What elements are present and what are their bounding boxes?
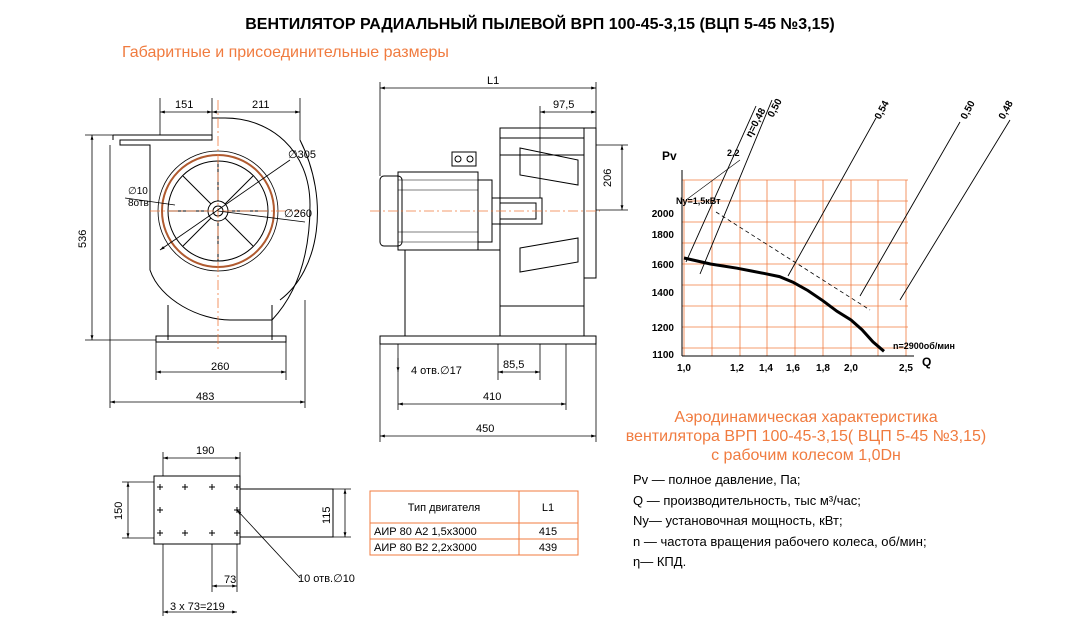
side-dimension-labels: L1 97,5 206 4 отв.∅17 85,5 410 450	[411, 75, 614, 435]
dim-85-5: 85,5	[503, 359, 524, 371]
power-label-leader	[685, 159, 741, 201]
dim-260: 260	[211, 361, 229, 373]
legend-ny: Ny— установочная мощность, кВт;	[633, 513, 843, 528]
flange-dimension-labels: 190 150 115 73 10 отв.∅10 3 x 73=219	[113, 445, 355, 613]
x-tick-label: 1,0	[677, 363, 691, 374]
x-tick-label: 1,4	[759, 363, 773, 374]
table-cell: 415	[539, 526, 557, 538]
power-label: 2,2	[727, 148, 740, 158]
dim-d10: ∅10	[128, 186, 148, 197]
table-cell: АИР 80 В2 2,2х3000	[374, 542, 477, 554]
flange-view	[153, 475, 334, 545]
motor-table-text: Тип двигателя L1 АИР 80 А2 1,5х3000 415 …	[374, 502, 557, 554]
efficiency-label: 0,50	[766, 97, 785, 120]
dim-holes8: 8отв	[128, 198, 149, 209]
aero-caption-line2: вентилятора ВРП 100-45-3,15( ВЦП 5-45 №3…	[625, 428, 987, 445]
efficiency-line	[787, 117, 877, 277]
legend-q: Q — производительность, тыс м³/час;	[633, 492, 861, 508]
series-line-n2900	[683, 256, 885, 353]
power-label: Ny=1,5кВт	[676, 196, 721, 206]
efficiency-line	[699, 99, 773, 275]
front-dimensions	[85, 98, 306, 408]
page-title: ВЕНТИЛЯТОР РАДИАЛЬНЫЙ ПЫЛЕВОЙ ВРП 100-45…	[245, 16, 835, 33]
efficiency-label: η=0,48	[744, 106, 769, 139]
side-view	[370, 127, 600, 345]
efficiency-line	[685, 105, 757, 263]
efficiency-line	[899, 119, 1011, 301]
y-axis-label: Pv	[662, 149, 677, 163]
x-tick-label: 2,0	[844, 363, 858, 374]
flange-dimensions	[122, 452, 351, 616]
dim-holes10: 10 отв.∅10	[298, 573, 355, 585]
x-tick-label: 2,5	[899, 363, 913, 374]
power-line	[715, 211, 871, 311]
motor-table	[369, 490, 579, 556]
x-tick-label: 1,8	[816, 363, 830, 374]
y-tick-label: 1200	[652, 323, 675, 334]
y-tick-label: 2000	[652, 209, 675, 220]
aero-caption-line1: Аэродинамическая характеристика	[674, 409, 938, 426]
dim-115: 115	[321, 506, 333, 524]
front-dimension-labels: 151 211 ∅305 ∅10 8отв ∅260 536 260 483	[77, 99, 316, 403]
dim-536: 536	[77, 230, 89, 248]
x-tick-label: 1,2	[730, 363, 744, 374]
page-subtitle: Габаритные и присоединительные размеры	[122, 44, 449, 61]
table-header-l1: L1	[542, 502, 554, 514]
aero-chart: 1,0 1,2 1,4 1,6 1,8 2,0 2,5 1100 1200 1400 1600 180…	[652, 97, 1016, 374]
aero-caption-line3: с рабочим колесом 1,0Dн	[711, 447, 901, 464]
legend-eta: η— КПД.	[633, 554, 687, 569]
dim-410: 410	[483, 391, 501, 403]
y-tick-label: 1100	[652, 350, 674, 361]
side-dimensions	[379, 82, 628, 442]
efficiency-label: 0,48	[997, 99, 1016, 122]
speed-label: n=2900об/мин	[893, 341, 955, 351]
dim-483: 483	[196, 391, 214, 403]
dim-450: 450	[476, 423, 494, 435]
legend-pv: Pv — полное давление, Па;	[633, 472, 801, 487]
dim-3x73: 3 x 73=219	[170, 601, 225, 613]
aero-caption: Аэродинамическая характеристика вентилят…	[596, 408, 1016, 465]
dim-d305: ∅305	[288, 149, 316, 161]
dim-150: 150	[113, 502, 125, 520]
symbol-legend: Pv — полное давление, Па; Q — производит…	[633, 470, 927, 573]
efficiency-line	[859, 121, 961, 297]
dim-206: 206	[602, 169, 614, 187]
legend-n: n — частота вращения рабочего колеса, об…	[633, 533, 927, 549]
dim-73: 73	[224, 574, 236, 586]
dim-97-5: 97,5	[553, 99, 574, 111]
x-axis-label: Q	[922, 355, 931, 369]
table-cell: 439	[539, 542, 557, 554]
dim-holes4: 4 отв.∅17	[411, 365, 462, 377]
dim-L1: L1	[487, 75, 499, 87]
efficiency-label: 0,50	[959, 99, 978, 122]
table-header-motor: Тип двигателя	[408, 502, 481, 514]
y-tick-label: 1400	[652, 288, 675, 299]
y-tick-label: 1800	[652, 230, 675, 241]
dim-190: 190	[196, 445, 214, 457]
front-view	[112, 100, 318, 350]
efficiency-label: 0,54	[873, 99, 892, 122]
y-tick-label: 1600	[652, 260, 675, 271]
dim-211: 211	[252, 99, 270, 111]
dim-d260-circle: ∅260	[284, 208, 312, 220]
dim-151: 151	[175, 99, 193, 111]
table-cell: АИР 80 А2 1,5х3000	[374, 526, 477, 538]
x-tick-label: 1,6	[786, 363, 800, 374]
